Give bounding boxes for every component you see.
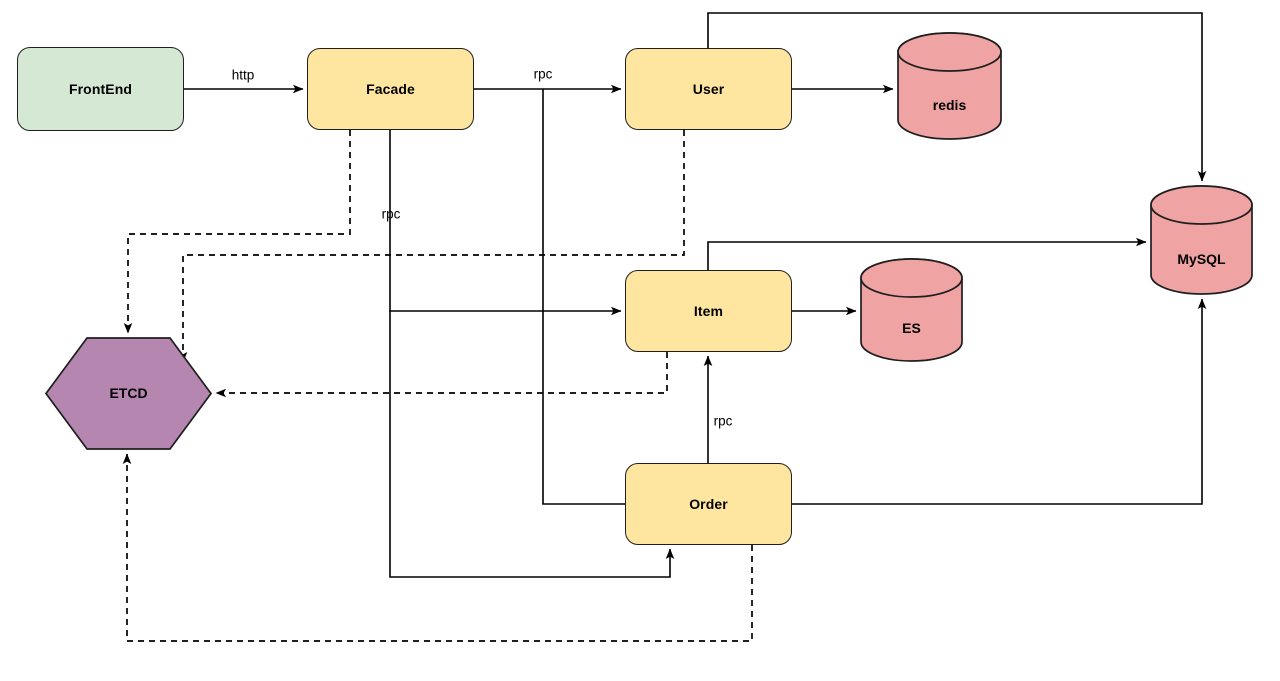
node-label-order: Order — [689, 496, 728, 512]
edge-facade-to-etcd — [123, 130, 351, 334]
node-es[interactable]: ES — [860, 258, 963, 362]
edge-item-to-mysql — [707, 237, 1147, 270]
edge-label-facade-to-user: rpc — [534, 67, 553, 82]
node-label-facade: Facade — [366, 81, 415, 97]
edge-facade-to-item — [389, 130, 622, 316]
node-frontend[interactable]: FrontEnd — [17, 47, 184, 131]
node-etcd[interactable]: ETCD — [45, 337, 212, 450]
node-user[interactable]: User — [625, 48, 792, 130]
edge-label-order-to-item: rpc — [714, 414, 733, 429]
node-label-es: ES — [902, 320, 921, 336]
node-item[interactable]: Item — [625, 270, 792, 352]
node-label-user: User — [692, 81, 725, 97]
edge-facade-to-order — [542, 89, 625, 505]
node-label-frontend: FrontEnd — [68, 81, 132, 97]
edge-label-facade-to-item: rpc — [382, 207, 401, 222]
cylinder-shape-es — [860, 258, 963, 362]
cylinder-shape-redis — [897, 32, 1002, 140]
node-label-etcd: ETCD — [109, 384, 148, 401]
edge-order-to-mysql — [792, 298, 1207, 505]
hexagon-shape-etcd — [45, 337, 212, 450]
edge-order-to-facade-rpcline — [389, 311, 675, 578]
node-label-item: Item — [693, 303, 724, 319]
node-order[interactable]: Order — [625, 463, 792, 545]
edge-order-to-etcd — [122, 453, 753, 642]
node-label-mysql: MySQL — [1177, 251, 1226, 267]
edge-label-frontend-to-facade: http — [232, 68, 255, 83]
edge-user-to-mysql — [707, 12, 1207, 182]
edge-path-group — [122, 12, 1207, 642]
node-label-redis: redis — [932, 97, 967, 113]
edge-item-to-etcd — [215, 352, 668, 398]
node-redis[interactable]: redis — [897, 32, 1002, 140]
edge-user-to-etcd — [178, 130, 685, 363]
edge-label-group: http rpc rpc rpc — [232, 67, 733, 429]
node-facade[interactable]: Facade — [307, 48, 474, 130]
cylinder-shape-mysql — [1150, 185, 1253, 295]
node-mysql[interactable]: MySQL — [1150, 185, 1253, 295]
